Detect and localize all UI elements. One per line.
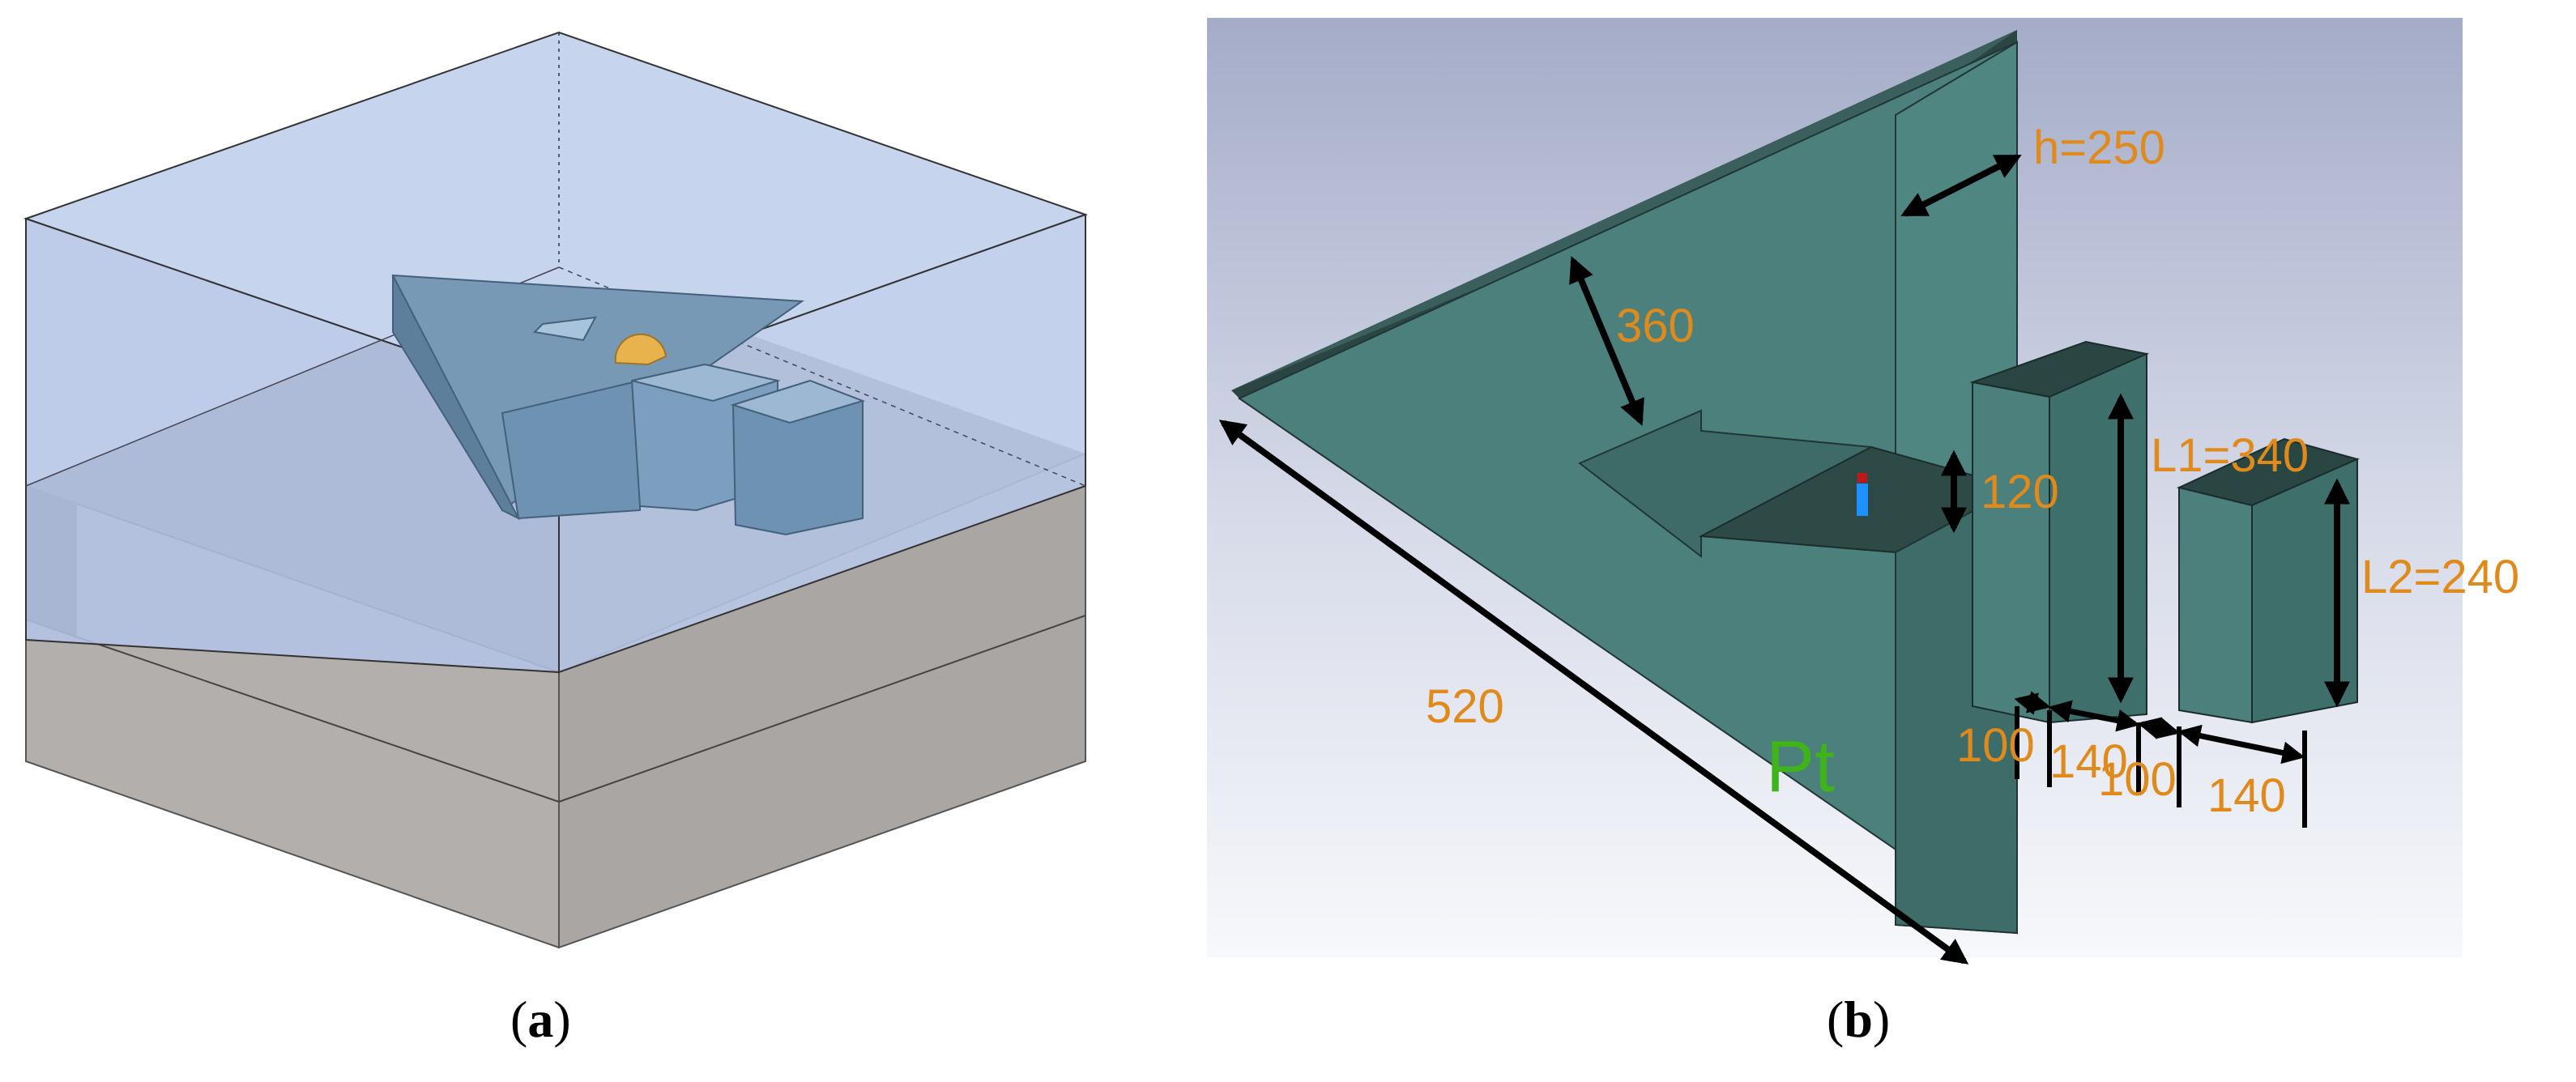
label-gap1: 100: [1956, 719, 2035, 772]
label-L2: L2=240: [2361, 551, 2519, 603]
panel-b-antenna-dimensions: h=250 360 120 L1=340 L2=240 520 100 140 …: [1207, 18, 2519, 1048]
port-marker-top: [1857, 473, 1867, 483]
block1-front: [1972, 381, 2050, 724]
dim-arrow-w1: [2048, 700, 2140, 732]
dim-arrow-h: [1900, 154, 2022, 217]
dim-arrow-w2: [2177, 724, 2305, 765]
port-marker: [1857, 483, 1868, 516]
dim-arrow-gap1: [2014, 691, 2051, 715]
antenna-model-small: [391, 274, 866, 536]
caption-a: (a): [510, 990, 571, 1048]
antenna-dimension-drawing: h=250 360 120 L1=340 L2=240 520 100 140 …: [1207, 18, 2519, 965]
label-h: h=250: [2033, 121, 2165, 174]
dim-arrow-gap2: [2137, 717, 2181, 739]
caption-b: (b): [1827, 990, 1891, 1048]
substrate-edge: [558, 615, 1086, 803]
air-box-hidden-edge: [558, 266, 1086, 487]
block2-front: [2178, 486, 2253, 724]
panel-a-simulation-model: (a): [0, 0, 1118, 1048]
block1-side: [2049, 352, 2147, 724]
label-w1: 140: [2049, 735, 2128, 788]
label-520: 520: [1426, 680, 1504, 733]
label-L1: L1=340: [2151, 429, 2309, 482]
label-gap2: 100: [2098, 753, 2177, 806]
label-port: Pt: [1766, 726, 1835, 807]
horn-top-bevel: [1231, 30, 2017, 390]
substrate-edge: [25, 619, 560, 803]
simulation-model-drawing: [23, 31, 1089, 949]
label-120: 120: [1981, 466, 2059, 518]
block2-side: [2251, 458, 2358, 724]
dim-arrow-360: [1569, 256, 1644, 426]
dim-arrow-520: [1218, 420, 1969, 965]
label-360: 360: [1616, 300, 1695, 352]
label-w2: 140: [2207, 769, 2286, 822]
